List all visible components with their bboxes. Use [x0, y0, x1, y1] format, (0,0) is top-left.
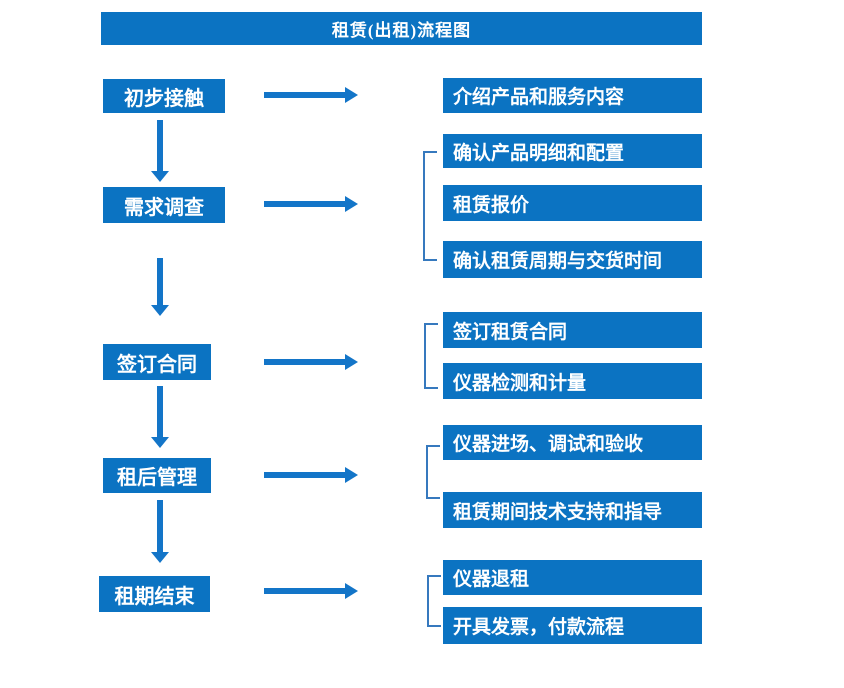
bracket-connector: [424, 323, 438, 389]
arrow-shaft: [264, 472, 346, 478]
bracket-connector: [423, 151, 437, 261]
arrow-head: [151, 171, 169, 182]
detail-introduce-products-services: 介绍产品和服务内容: [443, 78, 702, 113]
arrow-shaft: [157, 258, 163, 306]
detail-rental-technical-support: 租赁期间技术支持和指导: [443, 492, 702, 528]
arrow-shaft: [264, 92, 346, 98]
arrow-head: [151, 305, 169, 316]
detail-sign-rental-contract: 签订租赁合同: [443, 312, 702, 348]
flowchart-title: 租赁(出租)流程图: [101, 12, 702, 45]
arrow-head: [345, 467, 358, 483]
arrow-down-icon: [151, 386, 169, 448]
arrow-head: [345, 583, 358, 599]
detail-instrument-return: 仪器退租: [443, 560, 702, 595]
arrow-right-icon: [264, 467, 358, 483]
bracket-connector: [426, 445, 440, 499]
arrow-shaft: [157, 386, 163, 438]
arrow-shaft: [157, 120, 163, 172]
detail-invoicing-payment-process: 开具发票，付款流程: [443, 607, 702, 644]
step-sign-contract: 签订合同: [103, 344, 211, 380]
arrow-head: [345, 87, 358, 103]
arrow-down-icon: [151, 258, 169, 316]
arrow-head: [345, 196, 358, 212]
step-demand-survey: 需求调查: [103, 187, 225, 223]
arrow-shaft: [264, 588, 346, 594]
detail-instrument-testing-measurement: 仪器检测和计量: [443, 363, 702, 399]
bracket-connector: [427, 575, 441, 627]
arrow-down-icon: [151, 120, 169, 182]
step-rental-period-end: 租期结束: [99, 576, 210, 612]
arrow-head: [151, 552, 169, 563]
detail-instrument-entry-debug-acceptance: 仪器进场、调试和验收: [443, 425, 702, 460]
arrow-right-icon: [264, 196, 358, 212]
step-initial-contact: 初步接触: [103, 79, 225, 113]
detail-confirm-product-details-config: 确认产品明细和配置: [443, 134, 702, 168]
arrow-head: [151, 437, 169, 448]
arrow-right-icon: [264, 354, 358, 370]
arrow-head: [345, 354, 358, 370]
arrow-shaft: [264, 359, 346, 365]
step-post-rental-management: 租后管理: [103, 458, 211, 493]
detail-confirm-rental-period-delivery: 确认租赁周期与交货时间: [443, 241, 702, 278]
arrow-shaft: [264, 201, 346, 207]
arrow-shaft: [157, 500, 163, 553]
detail-rental-quotation: 租赁报价: [443, 185, 702, 221]
arrow-right-icon: [264, 87, 358, 103]
arrow-down-icon: [151, 500, 169, 563]
arrow-right-icon: [264, 583, 358, 599]
